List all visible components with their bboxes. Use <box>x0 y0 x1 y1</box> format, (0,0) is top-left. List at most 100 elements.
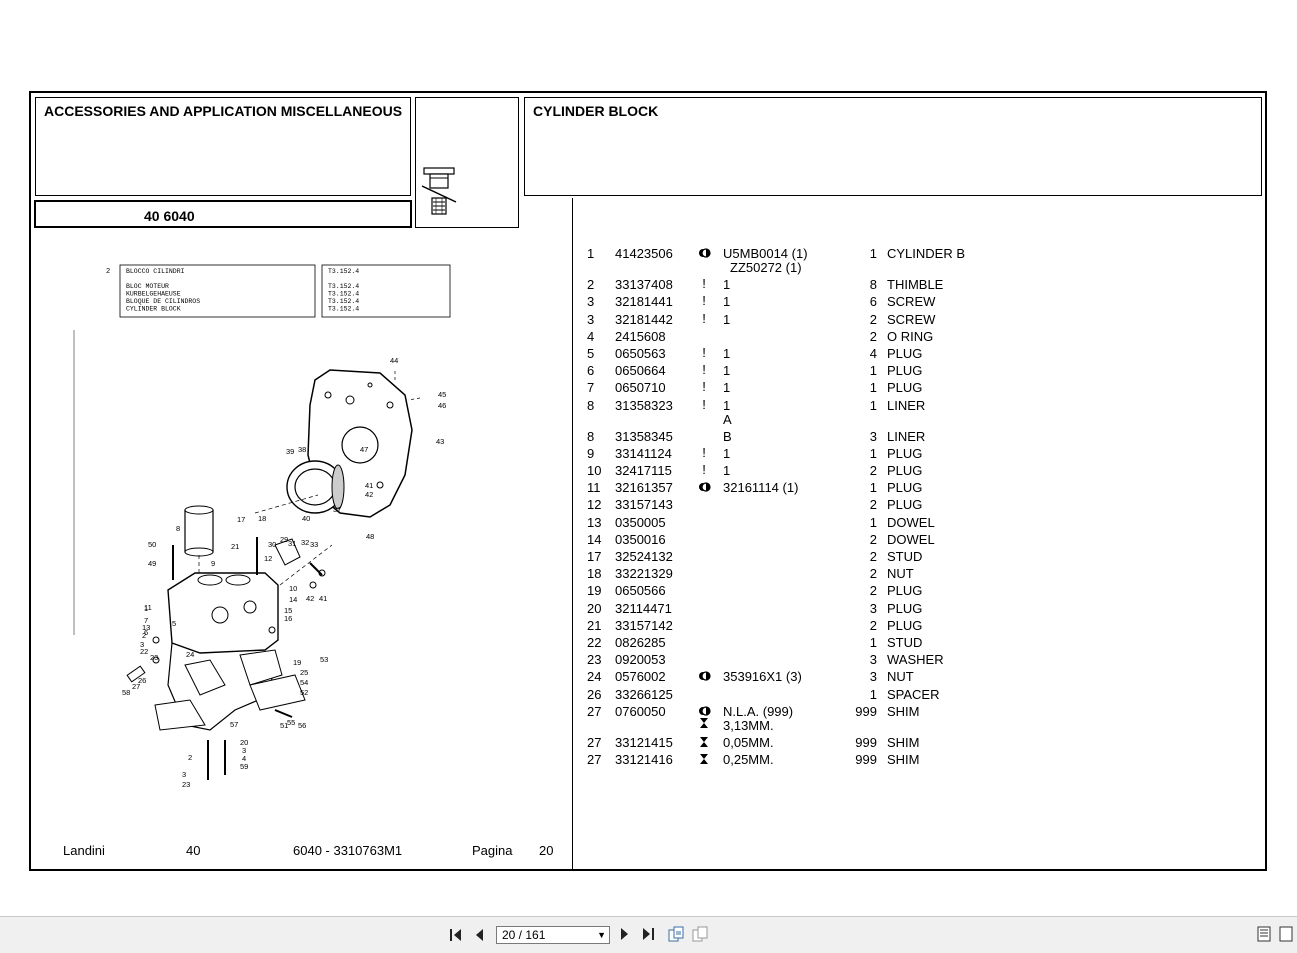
drawing-lang-line: BLOC MOTEUR <box>126 283 169 290</box>
footer-page-label: Pagina <box>472 843 513 858</box>
cell-symbol <box>697 753 711 767</box>
cell-description: PLUG <box>887 445 923 461</box>
cell-qty: 2 <box>869 311 877 327</box>
next-page-button[interactable] <box>616 926 632 942</box>
cell-qty: 3 <box>869 428 877 444</box>
footer-group: 40 <box>186 843 201 858</box>
cell-qty: 2 <box>869 531 877 547</box>
cell-description: SCREW <box>887 294 936 310</box>
drawing-callout: 3 <box>242 746 246 755</box>
cell-description: PLUG <box>887 617 923 633</box>
last-page-button[interactable] <box>640 926 656 942</box>
cell-ref-no: 5 <box>587 345 595 361</box>
drawing-callout: 16 <box>284 614 292 623</box>
cell-qty: 2 <box>869 617 877 633</box>
drawing-callout: 39 <box>286 447 294 456</box>
drawing-callout: 19 <box>293 658 301 667</box>
drawing-callout: 22 <box>140 647 148 656</box>
notice-icon: ! <box>702 344 706 360</box>
copy-page-icon <box>668 926 684 942</box>
notice-icon: ! <box>702 362 706 378</box>
cell-qty: 1 <box>869 445 877 461</box>
cell-note: 1 <box>723 463 731 479</box>
cell-symbol <box>697 481 711 493</box>
drawing-code-line: T3.152.4 <box>328 283 359 290</box>
cell-description: NUT <box>887 669 914 685</box>
notice-icon: ! <box>702 462 706 478</box>
paste-page-button[interactable] <box>692 926 708 942</box>
cell-note: 1 <box>723 294 731 310</box>
drawing-callout: 23 <box>150 653 158 662</box>
cell-qty: 3 <box>869 600 877 616</box>
first-page-button[interactable] <box>448 927 464 943</box>
drawing-callout: 52 <box>300 688 308 697</box>
cell-qty: 2 <box>869 497 877 513</box>
footer-page-number: 20 <box>539 843 554 858</box>
cell-description: LINER <box>887 428 926 444</box>
copy-page-button[interactable] <box>668 926 684 942</box>
cell-part-number: 0576002 <box>615 669 666 685</box>
prev-page-button[interactable] <box>472 927 488 943</box>
cell-description: SCREW <box>887 311 936 327</box>
drawing-callout: 40 <box>302 514 310 523</box>
cell-qty: 1 <box>869 634 877 650</box>
cell-qty: 4 <box>869 345 877 361</box>
right-title-box: CYLINDER BLOCK <box>524 97 1262 196</box>
cell-symbol: ! <box>697 344 711 360</box>
cell-note: 353916X1 (3) <box>723 669 802 685</box>
cell-ref-no: 6 <box>587 363 595 379</box>
cell-part-number: 41423506 <box>615 246 673 261</box>
cell-symbol <box>697 247 711 259</box>
cell-qty: 8 <box>869 277 877 293</box>
drawing-callout: 3 <box>182 770 186 779</box>
column-divider <box>572 198 573 870</box>
cell-part-number: 0760050 <box>615 703 666 719</box>
right-title: CYLINDER BLOCK <box>533 103 659 119</box>
page-icon <box>1279 926 1293 942</box>
accessory-icon <box>421 167 457 215</box>
drawing-callout: 41 <box>365 481 373 490</box>
notice-icon: ! <box>702 444 706 460</box>
cell-description: PLUG <box>887 345 923 361</box>
notice-icon: ! <box>702 379 706 395</box>
drawing-callout: 14 <box>289 595 297 604</box>
drawing-callout: 58 <box>122 688 130 697</box>
drawing-callout: 30 <box>268 540 276 549</box>
thumbnail-view-button[interactable] <box>1278 926 1294 942</box>
drawing-callout: 50 <box>148 540 156 549</box>
drawing-callout: 20 <box>240 738 248 747</box>
cell-ref-no: 27 <box>587 752 602 768</box>
drawing-callout: 47 <box>360 445 368 454</box>
cell-ref-no: 23 <box>587 652 602 668</box>
drawing-callout: 33 <box>310 540 318 549</box>
cell-description: THIMBLE <box>887 277 944 293</box>
page-number-field[interactable]: 20 / 161 ▼ <box>496 926 610 944</box>
cell-description: PLUG <box>887 380 923 396</box>
cell-part-number: 32181441 <box>615 294 673 310</box>
cell-qty: 3 <box>869 669 877 685</box>
chevron-down-icon: ▼ <box>597 930 606 940</box>
cell-description: SHIM <box>887 752 920 768</box>
view-mode-button[interactable] <box>1256 926 1272 942</box>
replaced-part-icon <box>698 482 711 492</box>
cell-ref-no: 27 <box>587 734 602 750</box>
drawing-callout: 24 <box>186 650 194 659</box>
cell-ref-no: 17 <box>587 549 602 564</box>
prev-page-icon <box>476 929 483 941</box>
drawing-code-lines: T3.152.4T3.152.4T3.152.4T3.152.4T3.152.4 <box>328 268 359 313</box>
cell-description: LINER <box>887 397 926 413</box>
cell-description: SHIM <box>887 734 920 750</box>
drawing-callout: 15 <box>284 606 292 615</box>
cell-part-number: 32417115 <box>615 463 672 479</box>
drawing-callout: 29 <box>280 535 288 544</box>
drawing-callout: 41 <box>319 594 327 603</box>
cell-note: 1 <box>723 363 731 379</box>
cell-part-number: 33221329 <box>615 566 673 582</box>
cell-qty: 999 <box>855 734 877 750</box>
cell-part-number: 0350016 <box>615 531 666 547</box>
cell-part-number: 0826285 <box>615 634 666 650</box>
cell-part-number: 0650664 <box>615 363 666 379</box>
cell-symbol: ! <box>697 312 711 325</box>
